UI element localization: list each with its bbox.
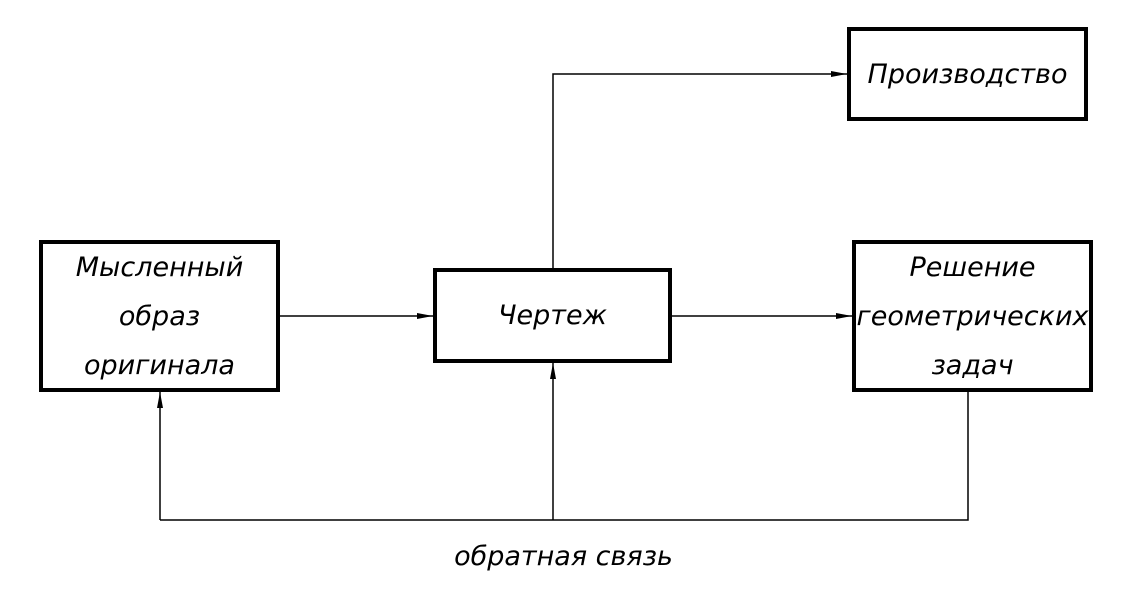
mental-image-line-3: оригинала — [84, 349, 235, 381]
drawing-label: Чертеж — [498, 300, 607, 331]
production-box: Производство — [847, 27, 1088, 121]
mental-image-line-2: образ — [118, 300, 201, 332]
geometric-tasks-line-1: Решение — [909, 251, 1036, 283]
mental-image-line-1: Мысленный — [75, 251, 244, 283]
mental-image-box: Мысленный образ оригинала — [39, 240, 280, 392]
drawing-box: Чертеж — [433, 268, 672, 363]
geometric-tasks-box: Решение геометрических задач — [852, 240, 1093, 392]
geometric-tasks-line-3: задач — [931, 349, 1014, 381]
feedback-label: обратная связь — [454, 541, 673, 572]
arrow-drawing-to-production — [552, 71, 847, 268]
feedback-loop-line — [160, 392, 969, 521]
production-label: Производство — [867, 58, 1068, 90]
geometric-tasks-line-2: геометрических — [856, 300, 1089, 332]
